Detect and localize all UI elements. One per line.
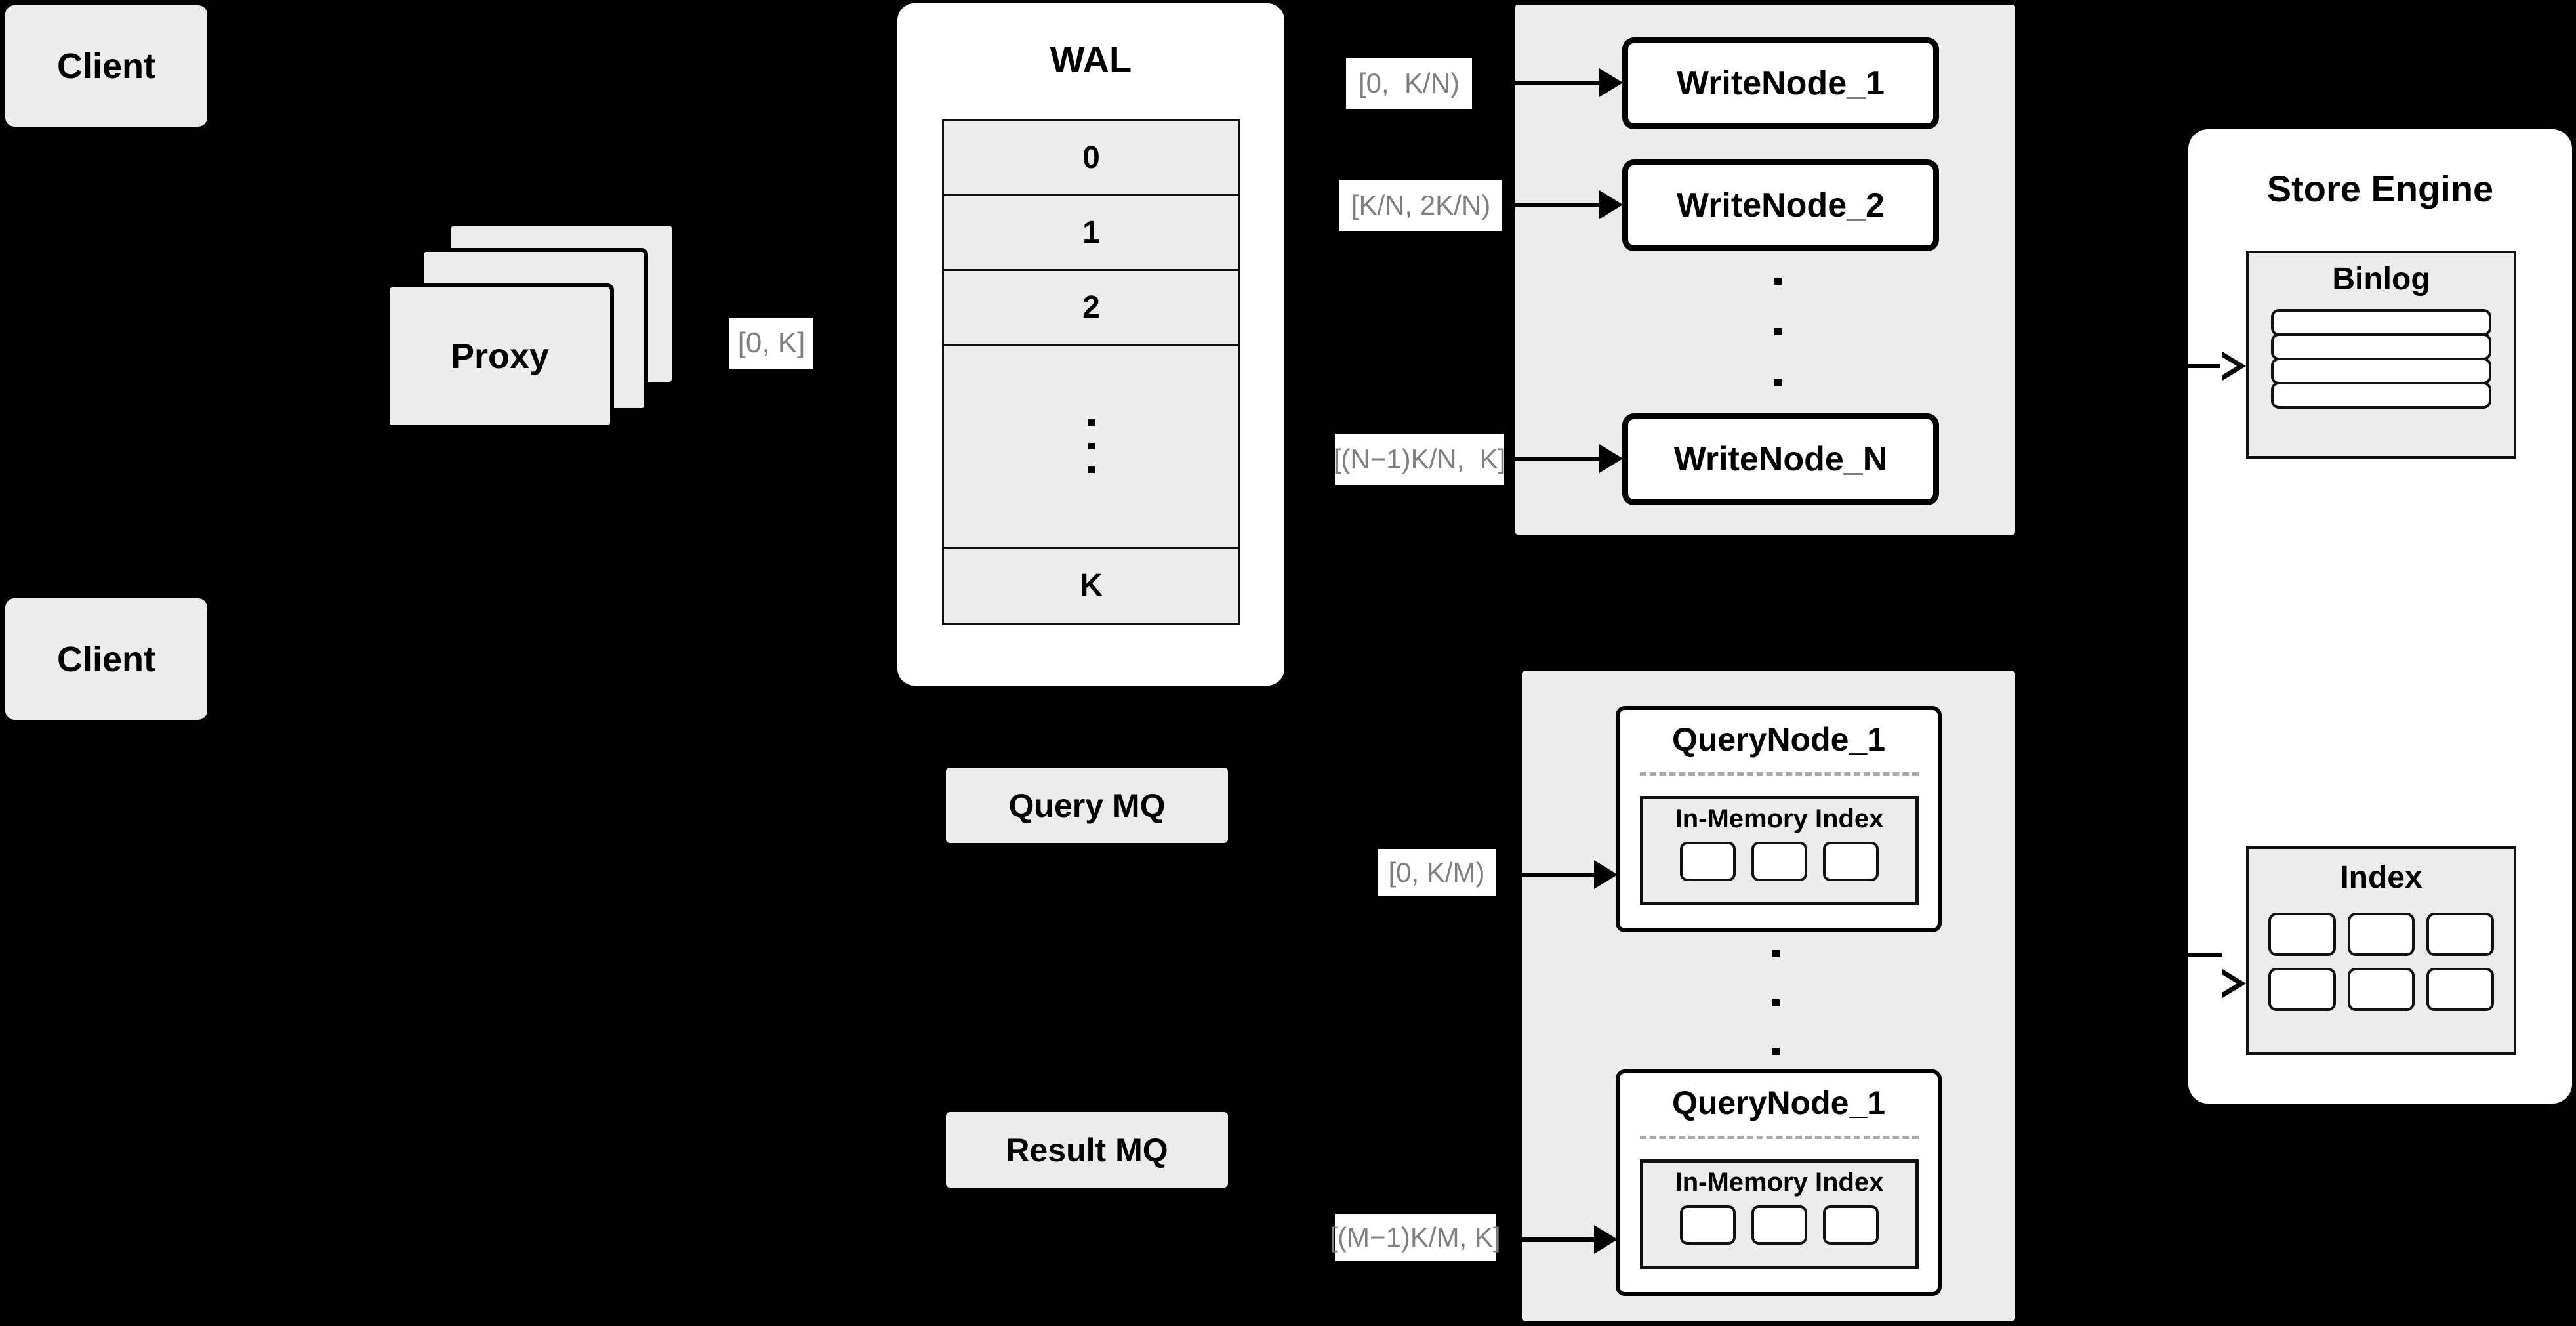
binlog-title: Binlog (2332, 262, 2430, 297)
edge-label-querynode-2: [(M−1)K/M, K] (1330, 1214, 1501, 1261)
index-cell[interactable] (2347, 913, 2415, 956)
arrow-line-writenode-n (1515, 457, 1599, 461)
wal-row[interactable]: 2 (944, 271, 1238, 346)
index-cell[interactable] (1823, 842, 1879, 881)
write-node-ellipsis (1771, 278, 1784, 386)
binlog-row[interactable] (2271, 333, 2491, 360)
binlog-row[interactable] (2271, 358, 2491, 384)
query-node-1-separator (1640, 772, 1919, 776)
query-mq-label: Query MQ (1008, 787, 1166, 824)
arrow-line-store-index (2188, 953, 2222, 957)
query-node-ellipsis (1769, 950, 1782, 1055)
query-node-2-separator (1640, 1136, 1919, 1139)
proxy-label: Proxy (450, 337, 550, 376)
binlog-panel: Binlog (2246, 251, 2516, 459)
query-node-2-title: QueryNode_1 (1671, 1085, 1886, 1121)
client-box-2[interactable]: Client (5, 598, 207, 720)
query-mq-box[interactable]: Query MQ (946, 768, 1228, 843)
arrow-head-store-binlog (2220, 352, 2246, 381)
ellipsis-dot (1088, 419, 1095, 426)
query-node-2-index-title: In-Memory Index (1675, 1168, 1884, 1197)
arrow-head-querynode-2 (1594, 1225, 1618, 1254)
proxy-box[interactable]: Proxy (386, 283, 614, 429)
arrow-head-writenode-2 (1599, 190, 1623, 219)
index-cell[interactable] (1680, 842, 1736, 881)
client-box-1[interactable]: Client (5, 5, 207, 127)
index-cell[interactable] (1680, 1205, 1736, 1245)
index-cell[interactable] (2268, 968, 2336, 1011)
binlog-rows (2271, 309, 2491, 409)
ellipsis-dot (1088, 466, 1095, 474)
ellipsis-dot (1088, 443, 1095, 450)
wal-title: WAL (1050, 39, 1132, 80)
edge-label-writenode-n: [(N−1)K/N, K] (1333, 434, 1506, 485)
query-node-1-index-title: In-Memory Index (1675, 804, 1884, 833)
write-node-n[interactable]: WriteNode_N (1622, 413, 1939, 505)
ellipsis-dot (1774, 328, 1782, 335)
client-label-1: Client (56, 46, 155, 86)
ellipsis-dot (1774, 278, 1782, 285)
binlog-row[interactable] (2271, 309, 2491, 336)
wal-row[interactable]: 1 (944, 196, 1238, 272)
wal-row[interactable]: K (1080, 568, 1103, 603)
write-node-2[interactable]: WriteNode_2 (1622, 159, 1939, 251)
ellipsis-dot (1772, 1048, 1780, 1055)
index-cell[interactable] (1751, 1205, 1807, 1245)
ellipsis-dot (1772, 950, 1780, 957)
index-cell[interactable] (2426, 913, 2494, 956)
edge-label-querynode-1: [0, K/M) (1378, 849, 1496, 896)
query-node-1-title: QueryNode_1 (1671, 721, 1886, 758)
edge-label-writenode-n-text: [(N−1)K/N, K] (1333, 444, 1506, 474)
arrow-line-querynode-1 (1522, 873, 1594, 877)
write-node-1-label: WriteNode_1 (1677, 64, 1885, 102)
ellipsis-dot (1772, 999, 1780, 1006)
arrow-head-writenode-1 (1599, 68, 1623, 97)
edge-label-writenode-1: [0, K/N) (1346, 58, 1472, 109)
binlog-row[interactable] (2271, 382, 2491, 409)
arrow-line-querynode-2 (1522, 1237, 1594, 1242)
index-cell[interactable] (1823, 1205, 1879, 1245)
edge-label-querynode-1-text: [0, K/M) (1388, 857, 1485, 888)
write-node-2-label: WriteNode_2 (1677, 186, 1885, 224)
client-label-2: Client (56, 639, 155, 679)
arrow-head-store-index (2220, 969, 2246, 998)
index-title: Index (2340, 860, 2423, 895)
write-node-n-label: WriteNode_N (1673, 440, 1888, 478)
arrow-head-querynode-1 (1594, 860, 1618, 889)
query-node-1-index-cells (1680, 842, 1879, 881)
edge-label-proxy-to-wal-text: [0, K] (737, 327, 806, 359)
store-engine-title: Store Engine (2266, 168, 2494, 209)
result-mq-box[interactable]: Result MQ (946, 1112, 1228, 1188)
index-cell[interactable] (2347, 968, 2415, 1011)
index-grid (2268, 913, 2494, 1011)
index-cell[interactable] (2268, 913, 2336, 956)
edge-label-writenode-2-text: [K/N, 2K/N) (1351, 190, 1491, 220)
arrow-line-writenode-1 (1515, 81, 1599, 85)
query-node-2-index-cells (1680, 1205, 1879, 1245)
edge-label-proxy-to-wal: [0, K] (729, 318, 813, 369)
wal-table: 0 1 2 K (942, 119, 1240, 625)
query-node-2-inmemory-index: In-Memory Index (1640, 1159, 1919, 1269)
arrow-line-store-binlog (2188, 364, 2222, 368)
wal-row[interactable]: 0 (944, 121, 1238, 197)
index-cell[interactable] (1751, 842, 1807, 881)
arrow-line-writenode-2 (1515, 203, 1599, 207)
query-node-1-inmemory-index: In-Memory Index (1640, 796, 1919, 905)
edge-label-querynode-2-text: [(M−1)K/M, K] (1330, 1222, 1501, 1253)
edge-label-writenode-2: [K/N, 2K/N) (1339, 180, 1502, 231)
wal-row-ellipsis (944, 346, 1238, 549)
arrow-head-writenode-n (1599, 444, 1623, 473)
write-node-1[interactable]: WriteNode_1 (1622, 37, 1939, 129)
result-mq-label: Result MQ (1006, 1131, 1168, 1169)
ellipsis-dot (1774, 379, 1782, 386)
index-cell[interactable] (2426, 968, 2494, 1011)
index-panel: Index (2246, 846, 2516, 1055)
edge-label-writenode-1-text: [0, K/N) (1358, 68, 1460, 98)
